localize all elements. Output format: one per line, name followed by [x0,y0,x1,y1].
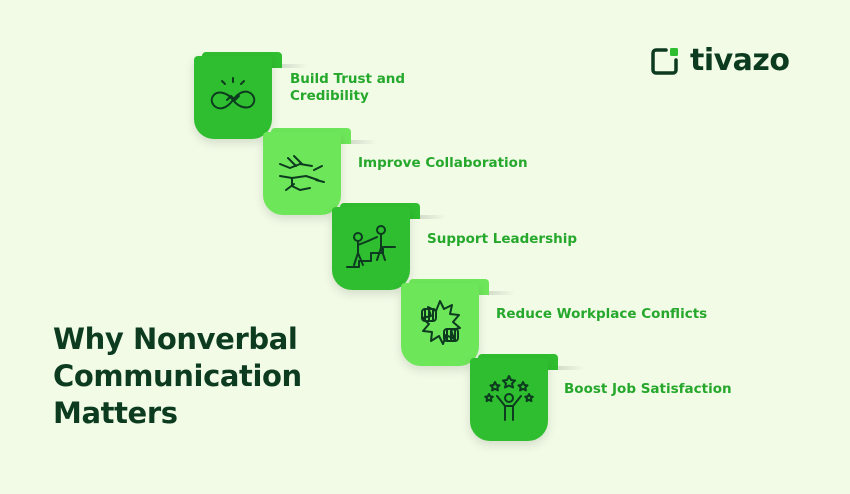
stacked-hands-icon [279,154,325,191]
infinity-handshake-icon [210,76,256,109]
step-label: Improve Collaboration [358,155,528,171]
clashing-fists-icon [421,299,461,345]
step-reduce-conflicts [401,279,515,366]
step-improve-collaboration [263,128,377,215]
step-label: Reduce Workplace Conflicts [496,306,708,322]
step-label: Boost Job Satisfaction [564,381,732,397]
title-line: Why Nonverbal [53,322,298,356]
stars-person-icon [484,374,534,421]
step-build-trust [194,52,308,139]
helping-climb-icon [346,224,396,268]
title-line: Matters [53,396,178,430]
step-support-leadership [332,203,446,290]
brand-logo: tivazo [650,46,790,76]
logo-text: tivazo [690,43,790,78]
step-boost-satisfaction [470,354,584,441]
logo-mark-icon [651,48,678,75]
step-label: Support Leadership [427,231,578,247]
title-line: Communication [53,359,302,393]
step-label: Build Trust and Credibility [290,71,406,104]
page-title: Why Nonverbal Communication Matters [53,321,302,432]
